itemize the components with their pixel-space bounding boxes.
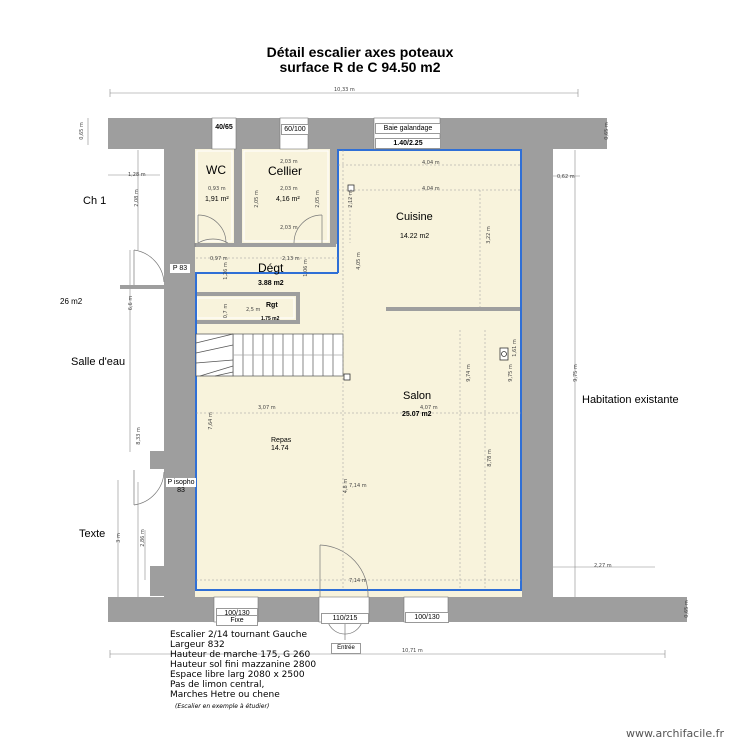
dim-065-tr: 0,65 m <box>603 122 610 140</box>
window-label-baie-size: 1.40/2.25 <box>375 138 441 149</box>
dim-205b: 2,05 m <box>314 190 321 208</box>
dim-975: 9,75 m <box>572 364 579 382</box>
dim-404a: 4,04 m <box>422 160 440 166</box>
dim-25: 2,5 m <box>246 307 261 313</box>
room-rgt-name: Rgt <box>266 302 278 309</box>
dim-974: 9,74 m <box>465 364 472 382</box>
dim-212: 2,12 m <box>347 190 354 208</box>
dim-878: 8,78 m <box>486 449 493 467</box>
window-label-baie: Baie galandage <box>375 123 441 134</box>
interior-walls <box>195 149 522 324</box>
dim-714a: 7,14 m <box>349 483 367 489</box>
room-wc-area: 1,91 m² <box>205 196 229 203</box>
dim-062: 0,62 m <box>557 174 575 180</box>
note-small: (Escalier en exemple à étudier) <box>175 703 270 710</box>
room-rgt-area: 1.75 m2 <box>261 316 280 322</box>
dim-126: 1,26 m <box>222 262 229 280</box>
dim-208: 2,08 m <box>133 189 140 207</box>
room-degt-area: 3.88 m2 <box>258 280 284 287</box>
note-line: Hauteur de marche 175, G 260 <box>170 650 311 660</box>
room-repas-area: 14.74 <box>271 445 289 452</box>
watermark-link[interactable]: www.archifacile.fr <box>626 727 725 740</box>
door-label-isopho-1: P isopho <box>166 478 196 487</box>
dim-48: 4,8 m <box>343 478 350 494</box>
dim-975b: 9,75 m <box>507 364 514 382</box>
room-cellier-area: 4,16 m² <box>276 196 300 203</box>
room-cuisine-name: Cuisine <box>396 211 433 223</box>
axis-lines <box>196 150 521 590</box>
door-swings <box>133 214 369 640</box>
dim-161: 1,61 m <box>511 339 518 357</box>
dim-065-tl: 0,65 m <box>78 122 85 140</box>
room-repas-name: Repas <box>271 437 292 444</box>
room-cuisine-area: 14.22 m2 <box>400 233 430 240</box>
note-line: Largeur 832 <box>170 640 225 650</box>
window-label-top-mid: 60/100 <box>281 124 309 135</box>
window-label-bottom-right: 100/130 <box>405 612 449 623</box>
dim-07: 0,7 m <box>223 303 230 319</box>
dim-128: 1,28 m <box>128 172 146 178</box>
dim-093: 0,93 m <box>208 186 226 192</box>
room-degt-name: Dégt <box>258 261 284 275</box>
dim-322: 3,22 m <box>485 226 492 244</box>
note-line: Marches Hetre ou chene <box>170 690 280 700</box>
dim-065-br: 0,65 m <box>683 600 690 618</box>
room-wc-name: WC <box>206 163 226 177</box>
dim-764: 7,64 m <box>207 412 214 430</box>
window-label-top-left: 40/65 <box>215 124 233 131</box>
dim-097: 0,97 m <box>210 256 228 262</box>
label-salle-deau: Salle d'eau <box>71 356 126 368</box>
dim-106: 1,06 m <box>302 259 309 277</box>
door-label-p83: P 83 <box>170 264 190 273</box>
plan-title-line1: Détail escalier axes poteaux <box>266 44 454 60</box>
dim-66: 6,6 m <box>128 295 135 311</box>
dim-407: 4,07 m <box>420 405 438 411</box>
stair <box>195 333 344 377</box>
note-line: Espace libre larg 2080 x 2500 <box>170 670 305 680</box>
dim-bottom: 10,71 m <box>402 648 423 654</box>
window-label-fixe: Fixe <box>216 615 258 626</box>
room-salon-name: Salon <box>403 390 432 402</box>
note-line: Pas de limon central, <box>170 680 265 690</box>
stair-notes: Escalier 2/14 tournant Gauche Largeur 83… <box>170 630 316 712</box>
door-label-entry-size: 110/215 <box>321 613 369 624</box>
dim-205: 2,05 m <box>253 190 260 208</box>
label-habitation-existante: Habitation existante <box>582 394 679 406</box>
dim-203a: 2,03 m <box>280 159 298 165</box>
dim-307: 3,07 m <box>258 405 276 411</box>
label-texte: Texte <box>79 528 106 540</box>
room-salon-area: 25.07 m2 <box>402 411 432 418</box>
dim-227: 2,27 m <box>594 563 612 569</box>
dim-404b: 4,04 m <box>422 186 440 192</box>
dim-213: 2,13 m <box>282 256 300 262</box>
dim-203b: 2,03 m <box>280 186 298 192</box>
dim-3m: 3 m <box>115 533 122 543</box>
label-ch1: Ch 1 <box>83 195 107 207</box>
entry-label: Entrée <box>331 643 361 654</box>
room-cellier-name: Cellier <box>268 164 303 178</box>
dim-top: 10,33 m <box>334 87 355 93</box>
plan-title-line2: surface R de C 94.50 m2 <box>279 59 441 75</box>
columns <box>343 184 509 381</box>
note-line: Escalier 2/14 tournant Gauche <box>170 630 307 640</box>
dim-714b: 7,14 m <box>349 578 367 584</box>
label-26m2: 26 m2 <box>60 297 83 306</box>
dim-286: 2,86 m <box>139 529 146 547</box>
note-line: Hauteur sol fini mazzanine 2800 <box>170 660 317 670</box>
dim-405: 4,05 m <box>355 252 362 270</box>
door-label-isopho-2: 83 <box>177 487 185 494</box>
dim-203c: 2,03 m <box>280 225 298 231</box>
dim-833: 8,33 m <box>135 427 142 445</box>
